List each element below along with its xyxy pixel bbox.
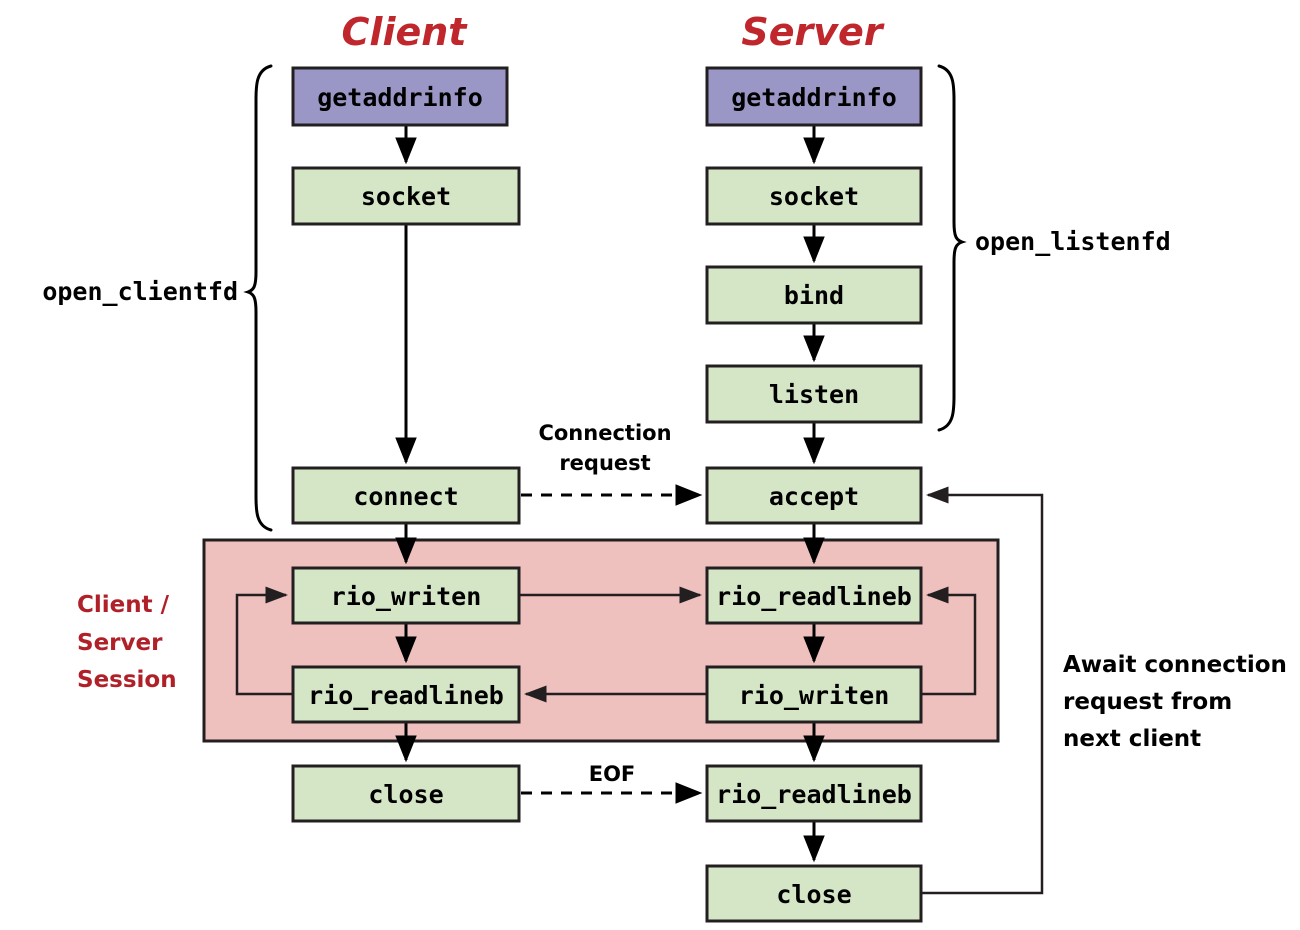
edge-label-eof: EOF [589,762,636,786]
open-clientfd-brace [243,64,273,532]
server-node-getaddrinfo-label: getaddrinfo [731,83,897,112]
server-node-listen[interactable]: listen [705,364,923,424]
server-node-getaddrinfo[interactable]: getaddrinfo [705,66,923,127]
client-node-rio-writen[interactable]: rio_writen [291,566,521,625]
server-node-accept-label: accept [769,482,859,511]
server-node-rio-writen-label: rio_writen [739,681,890,710]
open-listenfd-brace [937,64,967,432]
client-node-connect-label: connect [353,482,458,511]
page-title-client: Client [342,10,469,54]
server-node-accept[interactable]: accept [705,466,923,525]
server-node-socket[interactable]: socket [705,166,923,226]
client-node-connect[interactable]: connect [291,466,521,525]
server-node-close[interactable]: close [705,864,923,923]
server-node-rio-readlineb-1[interactable]: rio_readlineb [705,566,923,625]
client-node-rio-readlineb[interactable]: rio_readlineb [291,665,521,724]
client-node-rio-writen-label: rio_writen [331,582,482,611]
server-node-close-label: close [776,880,851,909]
server-node-bind-label: bind [784,281,844,310]
server-node-rio-readlineb-2-label: rio_readlineb [716,780,912,809]
client-node-close[interactable]: close [291,764,521,823]
server-node-listen-label: listen [769,380,859,409]
edge-label-connection-request-line1: Connection [538,421,671,445]
session-label-line3: Session [77,667,177,693]
edge-client-session-loop [235,586,293,696]
server-node-rio-readlineb-2[interactable]: rio_readlineb [705,764,923,823]
edge-await-next-connection [921,486,1044,895]
await-annotation-line1: Await connection [1063,652,1287,678]
client-node-close-label: close [368,780,443,809]
session-label-line2: Server [77,630,163,656]
client-node-getaddrinfo[interactable]: getaddrinfo [291,66,509,127]
edge-label-connection-request-line2: request [559,451,650,475]
server-node-rio-writen[interactable]: rio_writen [705,665,923,724]
client-node-getaddrinfo-label: getaddrinfo [317,83,483,112]
await-annotation-line3: next client [1063,726,1201,752]
page-title-server: Server [741,10,884,54]
client-node-socket[interactable]: socket [291,166,521,226]
client-node-socket-label: socket [361,182,451,211]
server-node-rio-readlineb-1-label: rio_readlineb [716,582,912,611]
open-listenfd-label: open_listenfd [975,227,1171,256]
open-clientfd-label: open_clientfd [42,277,238,306]
server-node-socket-label: socket [769,182,859,211]
server-node-bind[interactable]: bind [705,265,923,325]
client-node-rio-readlineb-label: rio_readlineb [308,681,504,710]
edge-server-session-loop [921,586,977,696]
await-annotation-line2: request from [1063,689,1232,715]
session-label-line1: Client / [77,592,170,618]
